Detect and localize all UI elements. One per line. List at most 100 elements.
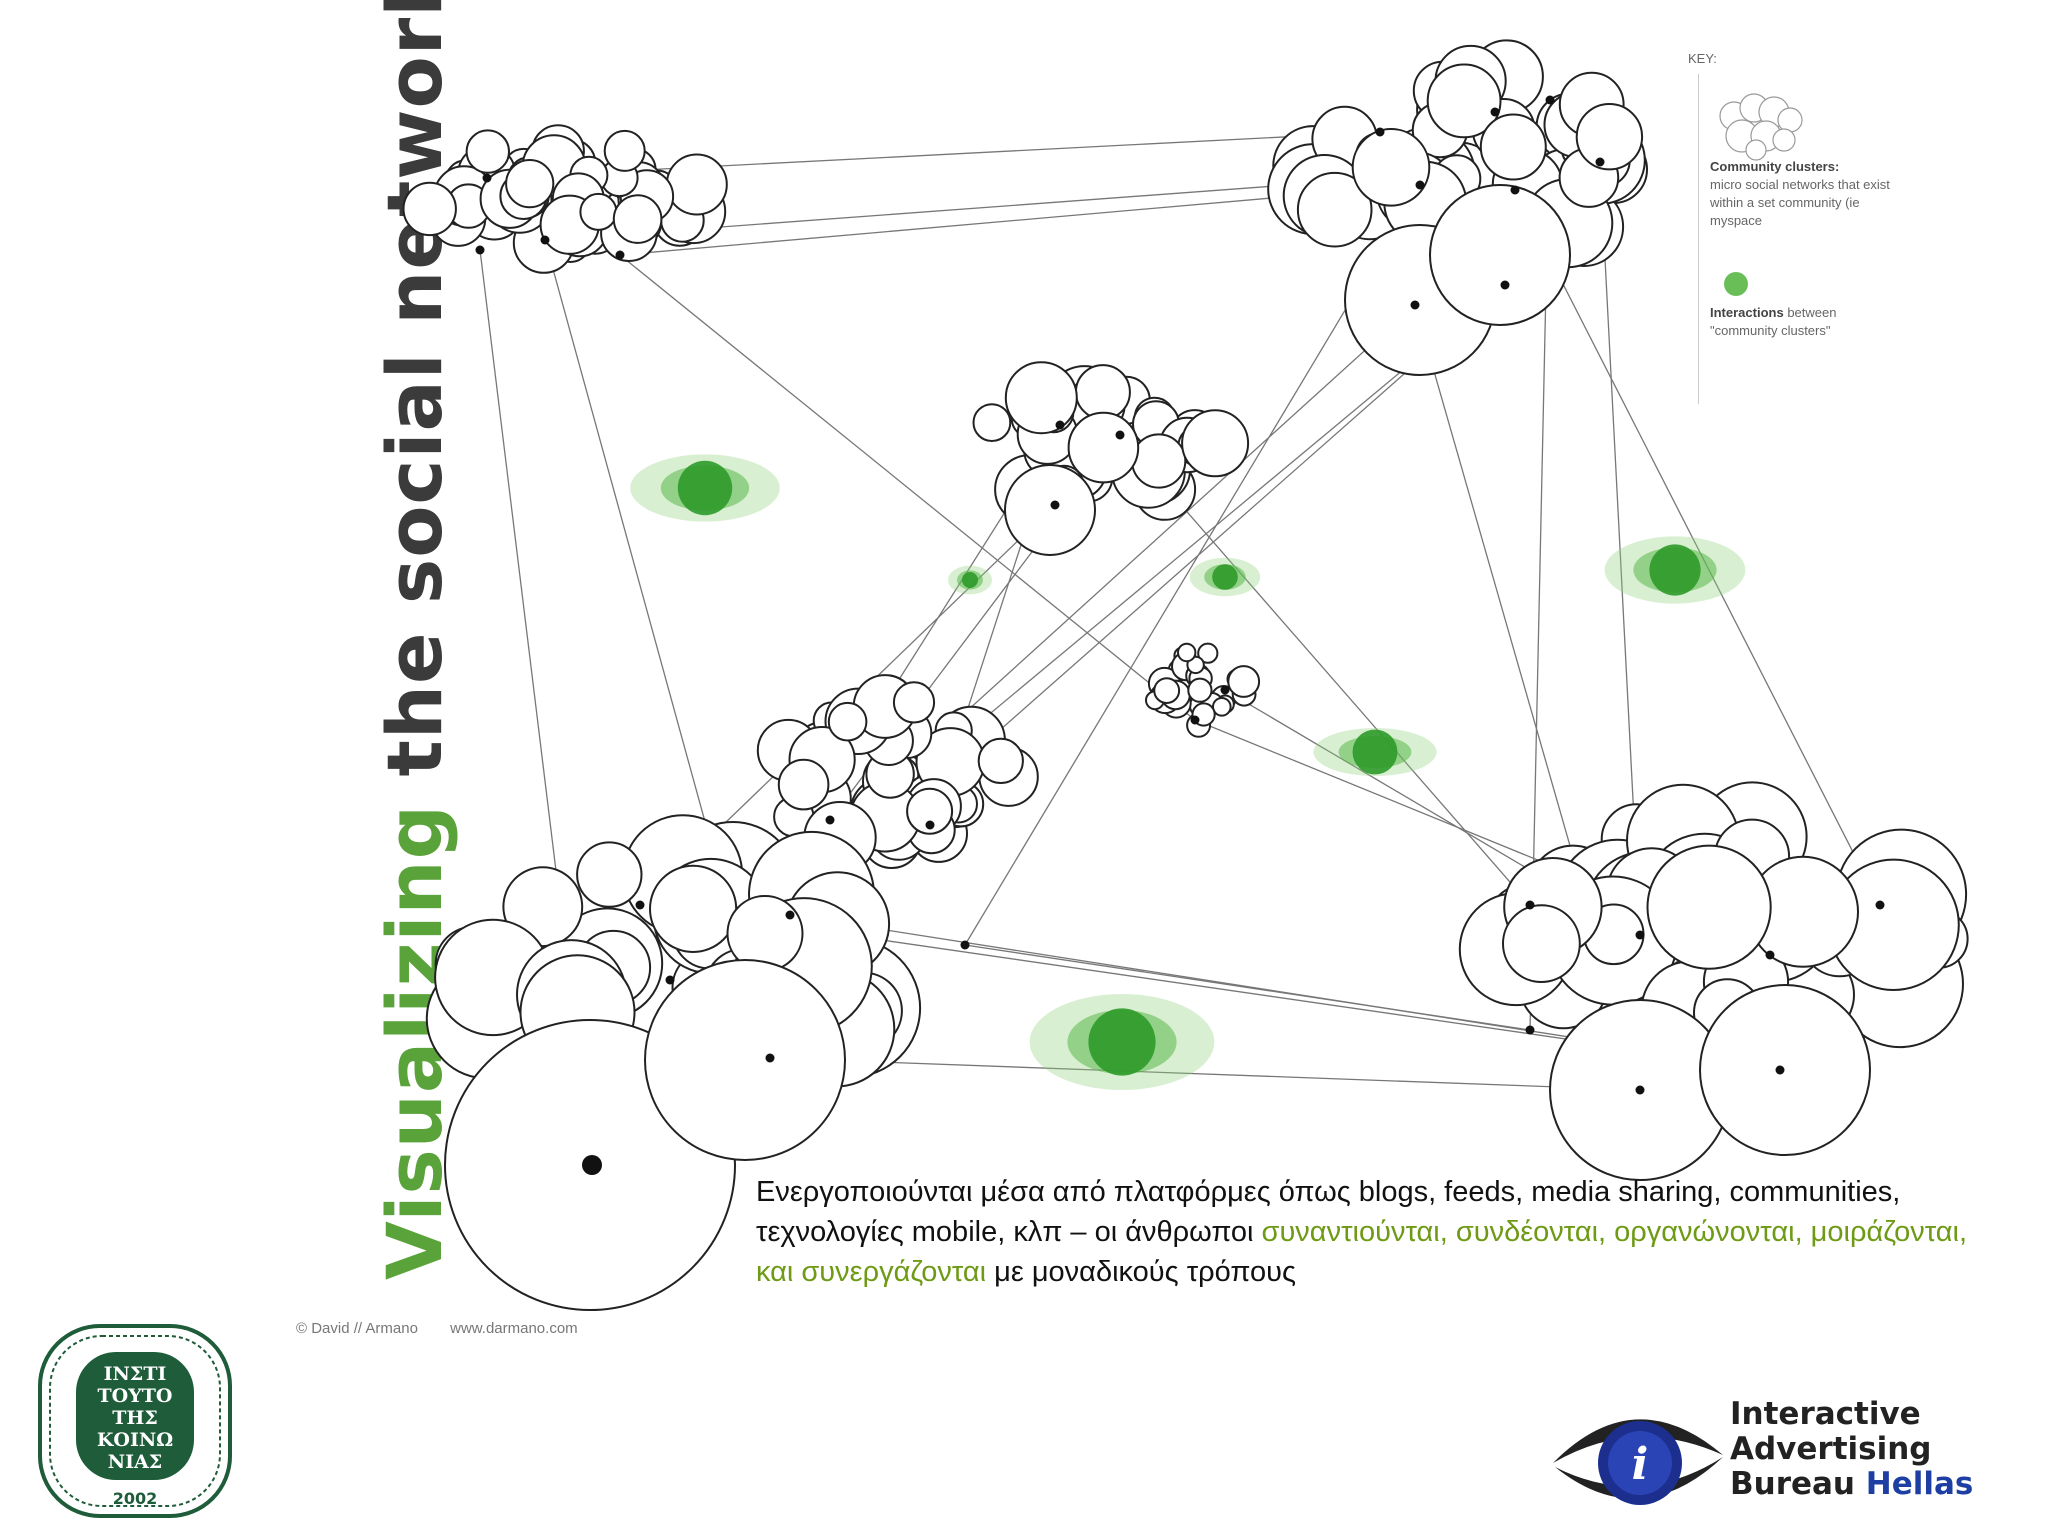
- iab-hellas-logo: i Interactive Advertising Bureau Hellas: [1545, 1385, 2040, 1535]
- legend-interactions-desc: between "community clusters": [1710, 305, 1837, 338]
- hub-dot: [1220, 685, 1230, 695]
- legend-cluster-icon: [1719, 93, 1803, 161]
- legend-cluster-desc: micro social networks that exist within …: [1710, 177, 1890, 228]
- hub-dot: [925, 820, 935, 830]
- cluster-bubble: [1067, 411, 1140, 484]
- interaction-blobs: [630, 454, 1746, 1090]
- cluster-bubble: [1479, 113, 1547, 181]
- cluster-bubble: [827, 701, 868, 742]
- cluster-bubble: [465, 129, 510, 174]
- cluster-bubble: [972, 403, 1012, 443]
- network-link: [1119, 434, 1531, 906]
- hub-dot: [1510, 185, 1520, 195]
- cluster-nodes: [475, 95, 1885, 1175]
- cluster-bubble: [1074, 364, 1131, 421]
- iab-eye-emblem: i: [1553, 1419, 1723, 1505]
- cluster-bubble: [1177, 642, 1197, 663]
- seal-text-line: ΤΗΣ: [112, 1407, 158, 1429]
- hub-dot: [1190, 715, 1200, 725]
- cluster-bubble: [977, 737, 1024, 785]
- cluster-bubble: [1502, 904, 1581, 983]
- cluster-bubble: [1575, 103, 1644, 171]
- network-link: [964, 944, 1531, 1031]
- cluster-bubble: [1426, 63, 1502, 139]
- hub-dot: [582, 1155, 602, 1175]
- network-link: [769, 1057, 1641, 1091]
- large-bubble: [644, 959, 846, 1161]
- cluster-bubble: [1181, 409, 1250, 478]
- hub-dot: [1635, 930, 1645, 940]
- network-link: [964, 184, 1421, 946]
- legend-cluster-text: Community clusters: micro social network…: [1710, 158, 1900, 230]
- cluster-bubble: [1131, 433, 1187, 489]
- interaction-blob: [1189, 557, 1261, 597]
- hub-dot: [665, 975, 675, 985]
- cluster-bubble: [649, 864, 738, 954]
- hub-dot: [765, 1053, 775, 1063]
- hub-dot: [1875, 900, 1885, 910]
- cluster-bubble: [1296, 171, 1373, 248]
- large-bubble: [1004, 464, 1096, 556]
- cluster-bubble: [603, 129, 646, 172]
- hub-dot: [1410, 300, 1420, 310]
- cluster-bubble: [505, 159, 555, 209]
- hub-dot: [1525, 1025, 1535, 1035]
- cluster-bubble: [1351, 128, 1431, 207]
- credit-author: © David // Armano: [296, 1320, 418, 1337]
- cluster-bubble: [892, 681, 936, 724]
- cluster-bubble: [1646, 844, 1772, 970]
- hub-dot: [1050, 500, 1060, 510]
- cluster-bubble: [1212, 697, 1232, 717]
- caption-highlight: συναντιούνται, συνδέονται, οργανώνονται,…: [756, 1216, 1968, 1288]
- hub-dot: [615, 250, 625, 260]
- hub-dot: [1775, 1065, 1785, 1075]
- cluster-bubble: [1197, 642, 1219, 664]
- legend-cluster-title: Community clusters:: [1710, 159, 1840, 174]
- seal-year: 2002: [113, 1489, 158, 1508]
- caption-text: Ενεργοποιούνται μέσα από πλατφόρμες όπως…: [756, 1176, 1901, 1248]
- iab-line-2: Advertising: [1730, 1431, 1932, 1467]
- interaction-blob: [1604, 536, 1746, 604]
- cluster-bubble: [579, 192, 618, 231]
- large-bubble: [1699, 984, 1871, 1156]
- hub-dot: [1500, 280, 1510, 290]
- hub-dot: [785, 910, 795, 920]
- legend-divider: [1698, 74, 1699, 404]
- large-bubble: [1429, 184, 1571, 326]
- network-link: [1514, 189, 1881, 906]
- seal-text-line: ΝΙΑΣ: [108, 1451, 162, 1473]
- cluster-bubble: [1004, 361, 1078, 435]
- caption-text-end: με μοναδικούς τρόπους: [986, 1256, 1296, 1288]
- seal-text-line: ΤΟΥΤΟ: [98, 1385, 173, 1407]
- seal-text-line: ΚΟΙΝΩ: [97, 1429, 173, 1451]
- legend-interaction-icon: [1724, 272, 1748, 296]
- cluster-bubble: [612, 194, 663, 244]
- legend: KEY: Community clusters: micro social ne…: [1688, 50, 1900, 404]
- hub-dot: [960, 940, 970, 950]
- hub-dot: [1490, 107, 1500, 117]
- iab-emblem-letter: i: [1632, 1439, 1649, 1490]
- legend-interaction-text: Interactions between "community clusters…: [1710, 304, 1900, 340]
- legend-interactions-title: Interactions: [1710, 305, 1784, 320]
- hub-dot: [1115, 430, 1125, 440]
- cluster-bubble: [906, 787, 954, 835]
- cluster-bubble: [1187, 677, 1213, 703]
- iab-line-1: Interactive: [1730, 1396, 1921, 1432]
- hub-dot: [482, 173, 492, 183]
- interaction-blob: [1313, 728, 1437, 776]
- iab-line-3b: Hellas: [1865, 1466, 1974, 1502]
- interaction-blob: [1029, 994, 1215, 1090]
- cluster-bubble: [576, 841, 643, 908]
- hub-dot: [1765, 950, 1775, 960]
- interaction-blob: [948, 565, 992, 595]
- cluster-bubble: [777, 758, 830, 811]
- hub-dot: [540, 235, 550, 245]
- community-clusters: [402, 39, 1969, 1311]
- cluster-bubble: [665, 153, 728, 216]
- iab-line-3a: Bureau: [1730, 1466, 1855, 1502]
- cluster-bubble: [1227, 665, 1261, 698]
- hub-dot: [475, 245, 485, 255]
- credit-site: www.darmano.com: [450, 1320, 578, 1337]
